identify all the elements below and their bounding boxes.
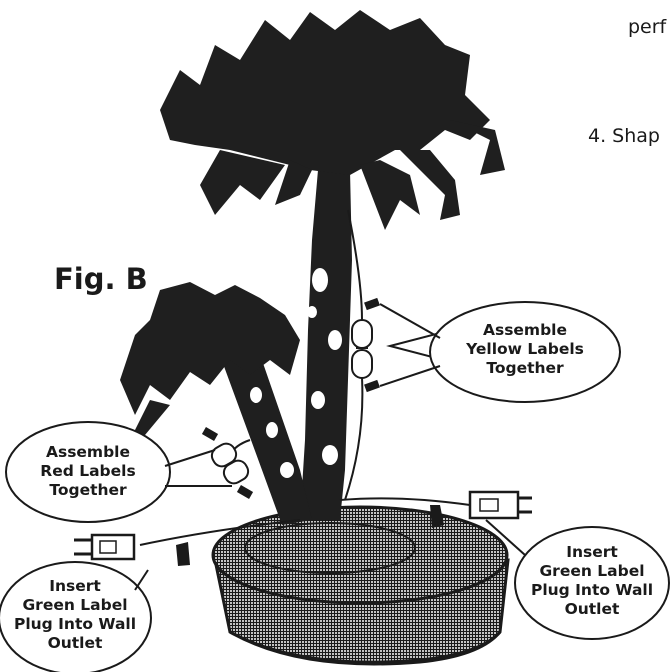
main-trunk <box>300 170 352 520</box>
callout-line: Insert <box>49 577 101 595</box>
callout-line: Together <box>486 359 564 377</box>
red-label-connector <box>201 427 254 499</box>
left-green-callout-text: Insert Green Label Plug Into Wall Outlet <box>3 577 147 653</box>
yellow-callout-bubble <box>379 301 621 403</box>
callout-line: Insert <box>566 543 618 561</box>
left-green-callout-bubble <box>0 561 152 672</box>
red-callout-bubble <box>5 421 232 523</box>
callout-line: Outlet <box>47 634 103 652</box>
yellow-label-connector <box>344 209 380 501</box>
right-green-callout-text: Insert Green Label Plug Into Wall Outlet <box>520 543 664 619</box>
small-palm-canopy <box>120 282 300 440</box>
callout-line: Together <box>49 481 127 499</box>
callout-line: Assemble <box>482 321 568 339</box>
right-green-callout-bubble <box>485 519 670 640</box>
callout-line: Plug Into Wall <box>13 615 137 633</box>
callout-line: Green Label <box>539 562 645 580</box>
callout-line: Yellow Labels <box>466 340 584 358</box>
small-trunk <box>218 340 312 525</box>
callout-line: Green Label <box>22 596 128 614</box>
red-callout-text: Assemble Red Labels Together <box>14 443 162 500</box>
callout-line: Outlet <box>564 600 620 618</box>
right-green-plug <box>339 490 532 528</box>
callout-line: Red Labels <box>40 462 136 480</box>
callout-line: Plug Into Wall <box>530 581 654 599</box>
yellow-callout-text: Assemble Yellow Labels Together <box>450 321 600 378</box>
callout-line: Assemble <box>45 443 131 461</box>
left-green-plug <box>74 519 301 566</box>
large-palm-canopy <box>160 10 505 230</box>
cut-off-text-step-4: 4. Shap <box>588 125 660 147</box>
cut-off-text-top: perf <box>628 16 667 38</box>
figure-label: Fig. B <box>54 262 148 296</box>
tree-base <box>211 505 510 666</box>
